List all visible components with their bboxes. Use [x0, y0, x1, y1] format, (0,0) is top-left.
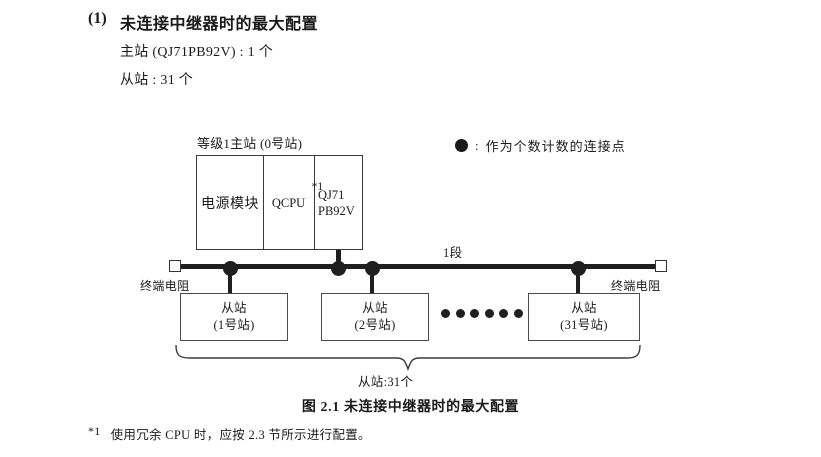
power-module-label: 电源模块	[201, 196, 259, 212]
ellipsis-dot	[484, 309, 494, 318]
legend-separator: :	[475, 137, 479, 153]
ellipsis-dot	[455, 309, 465, 318]
figure-caption: 图 2.1 未连接中继器时的最大配置	[301, 400, 520, 415]
terminator-right-label: 终端电阻	[611, 279, 661, 293]
footnote-mark: *1	[88, 424, 101, 438]
slave-name: 从站	[362, 301, 388, 315]
slave-name: 从站	[221, 301, 247, 315]
footnote: *1 使用冗余 CPU 时，应按 2.3 节所示进行配置。	[88, 424, 371, 443]
slave-station-number: (31号站)	[560, 318, 608, 332]
pb92v-label-line2: PB92V	[318, 203, 355, 218]
slave-station-box: 从站 (1号站)	[180, 293, 288, 341]
master-divider-2	[314, 156, 315, 249]
master-station-caption: 等级1主站 (0号站)	[197, 136, 303, 151]
power-module-cell: 电源模块	[197, 156, 263, 249]
legend: : 作为个数计数的连接点	[455, 136, 626, 155]
ellipsis-dot	[499, 309, 509, 318]
slave-drop-line	[228, 266, 232, 294]
terminator-right-icon	[655, 260, 667, 272]
pb92v-module-cell: QJ71 PB92V	[314, 156, 364, 249]
connection-dot	[330, 261, 346, 276]
filled-circle-icon	[455, 139, 468, 152]
slave-drop-line	[370, 266, 374, 294]
pb92v-label-wrap: QJ71 PB92V	[314, 187, 355, 219]
slave-station-box: 从站 (2号站)	[321, 293, 429, 341]
qcpu-label-wrap: QCPU *1	[271, 181, 323, 212]
segment-label: 1段	[443, 246, 463, 260]
master-divider-1	[263, 156, 264, 249]
slave-station-number: (2号站)	[354, 318, 396, 332]
slave-count-brace	[172, 344, 644, 376]
legend-label: 作为个数计数的连接点	[485, 139, 626, 154]
slave-drop-line	[576, 266, 580, 294]
brace-svg	[175, 344, 641, 371]
pb92v-label-line1: QJ71	[318, 187, 345, 202]
terminator-left-label: 终端电阻	[140, 279, 190, 293]
spec-master-count: 主站 (QJ71PB92V) : 1 个	[120, 45, 274, 60]
footnote-text: 使用冗余 CPU 时，应按 2.3 节所示进行配置。	[110, 428, 371, 442]
ellipsis-dots	[441, 309, 523, 318]
master-station-box: 电源模块 QCPU *1 QJ71 PB92V	[196, 155, 363, 250]
master-drop-line	[335, 250, 341, 267]
qcpu-footnote-mark: *1	[311, 180, 324, 193]
terminator-left-icon	[169, 260, 181, 272]
bus-trunk-line	[176, 264, 661, 269]
brace-label: 从站:31个	[358, 375, 414, 389]
qcpu-label: QCPU	[271, 195, 306, 210]
ellipsis-dot	[513, 309, 523, 318]
spec-slave-count: 从站 : 31 个	[120, 73, 194, 88]
slave-station-box: 从站 (31号站)	[528, 293, 640, 341]
slave-station-number: (1号站)	[213, 318, 255, 332]
section-number: (1)	[88, 10, 107, 27]
slave-name: 从站	[571, 301, 597, 315]
qcpu-cell: QCPU *1	[263, 156, 323, 249]
ellipsis-dot	[470, 309, 480, 318]
ellipsis-dot	[441, 309, 450, 318]
section-title: 未连接中继器时的最大配置	[120, 16, 319, 33]
